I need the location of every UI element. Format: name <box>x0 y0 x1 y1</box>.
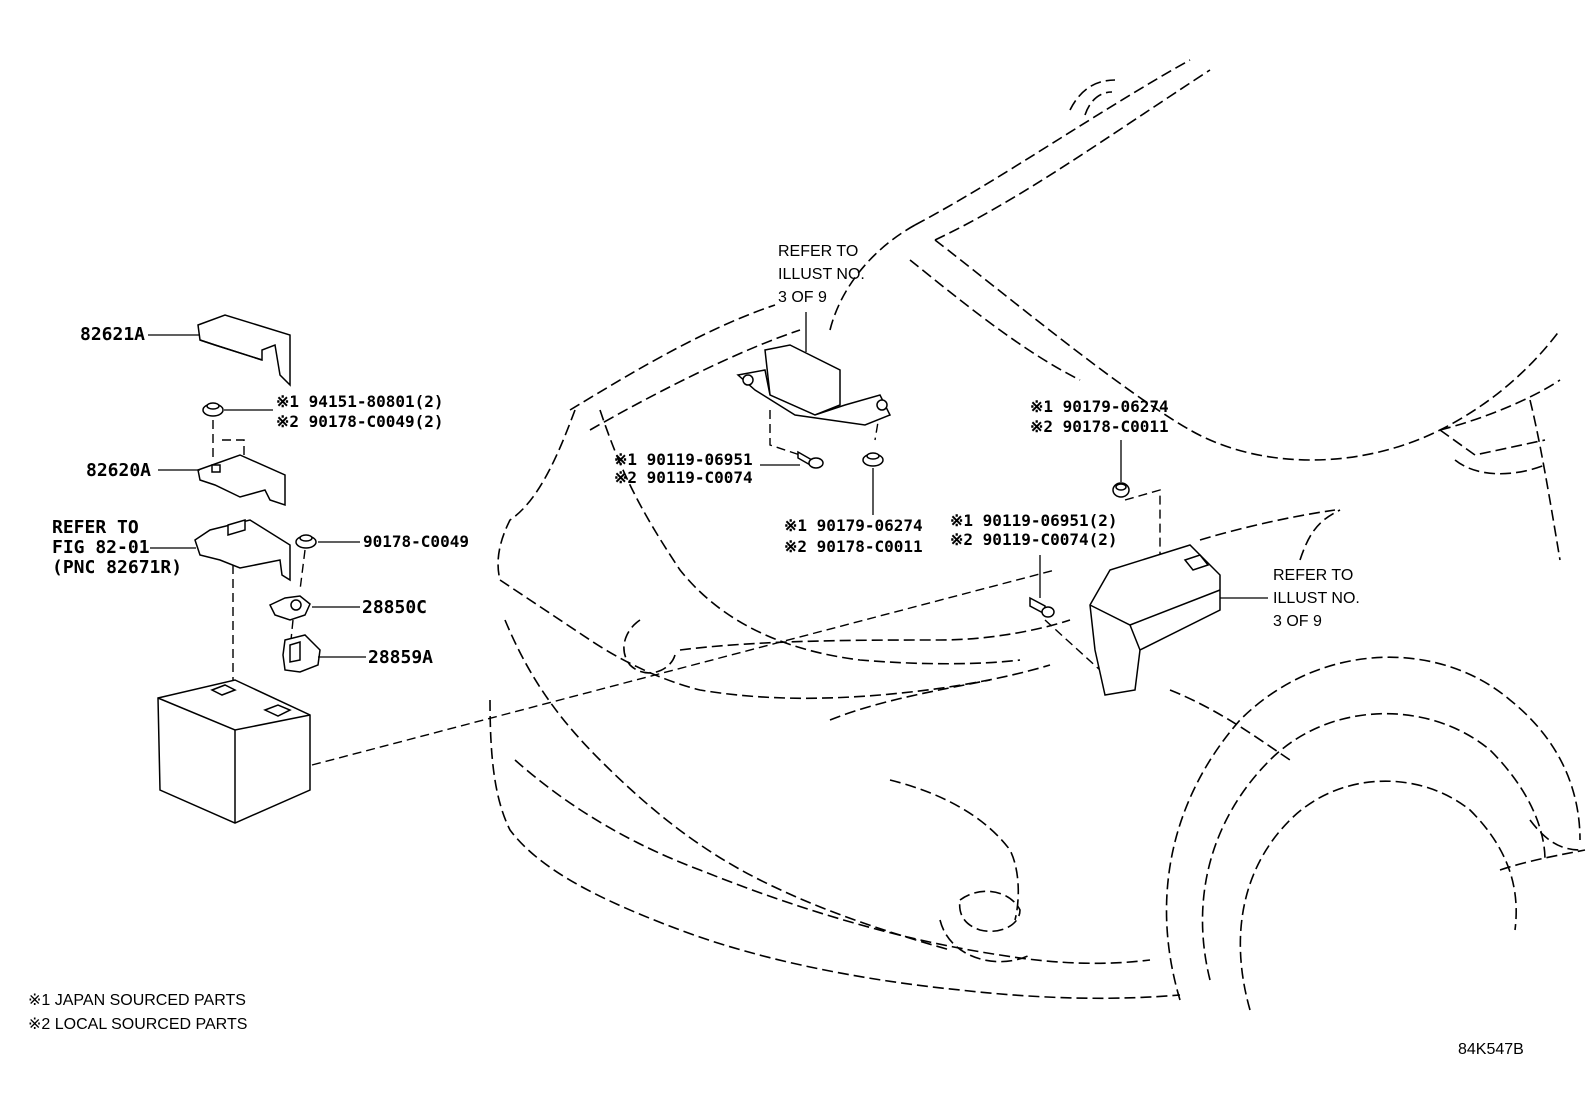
bolt-mid <box>797 450 824 469</box>
label-28850C: 28850C <box>362 597 428 618</box>
refer-illust-top-note: REFER TO ILLUST NO. 3 OF 9 <box>778 240 865 309</box>
legend-note-2: ※2 LOCAL SOURCED PARTS <box>28 1016 248 1033</box>
label-82621A: 82621A <box>80 324 146 345</box>
refer-fig-note: REFER TO FIG 82-01 (PNC 82671R) <box>52 518 182 578</box>
vehicle-outline <box>489 59 1586 1011</box>
relay-box <box>1089 544 1221 696</box>
label-bolt-right-2: ※2 90119-C0074(2) <box>950 530 1118 549</box>
refer-fig-line1: REFER TO <box>52 517 139 538</box>
refer-illust-right-note: REFER TO ILLUST NO. 3 OF 9 <box>1273 564 1360 633</box>
legend-note-1: ※1 JAPAN SOURCED PARTS <box>28 992 246 1009</box>
label-bolt-right-1: ※1 90119-06951(2) <box>950 511 1118 530</box>
nut-left <box>202 402 224 417</box>
label-nut-right-2: ※2 90178-C0011 <box>1030 417 1169 436</box>
battery-bracket <box>194 518 291 582</box>
label-nut-left-2: ※2 90178-C0049(2) <box>276 412 444 431</box>
refer-fig-line2: FIG 82-01 <box>52 537 150 558</box>
label-nut-right-1: ※1 90179-06274 <box>1030 397 1169 416</box>
leaders <box>148 312 1268 658</box>
nut-90178-C0049 <box>295 534 317 549</box>
refer-illust-right-line2: ILLUST NO. <box>1273 590 1360 607</box>
label-nut-mid-2: ※2 90178-C0011 <box>784 537 923 556</box>
mounting-lines <box>212 409 1161 766</box>
nut-mid <box>862 452 884 467</box>
refer-illust-top-line3: 3 OF 9 <box>778 289 827 306</box>
label-82620A: 82620A <box>86 460 152 481</box>
battery <box>157 679 311 824</box>
center-module <box>736 344 892 426</box>
refer-illust-top-line2: ILLUST NO. <box>778 266 865 283</box>
nut-right <box>1112 482 1130 498</box>
battery-cover-82621A <box>197 314 291 387</box>
refer-fig-line3: (PNC 82671R) <box>52 557 183 578</box>
illustration-code: 84K547B <box>1458 1041 1524 1058</box>
label-28859A: 28859A <box>368 647 434 668</box>
label-nut-mid-1: ※1 90179-06274 <box>784 516 923 535</box>
label-bolt-mid-2: ※2 90119-C0074 <box>614 468 753 487</box>
terminal-28850C <box>268 595 311 621</box>
label-nut-left-1: ※1 94151-80801(2) <box>276 392 444 411</box>
refer-illust-right-line3: 3 OF 9 <box>1273 613 1322 630</box>
label-bolt-mid-1: ※1 90119-06951 <box>614 450 753 469</box>
battery-clamp-82620A <box>197 454 286 507</box>
bracket-28859A <box>282 634 321 673</box>
refer-illust-top-line1: REFER TO <box>778 243 859 260</box>
refer-illust-right-line1: REFER TO <box>1273 567 1354 584</box>
bolt-right <box>1029 596 1055 618</box>
label-90178-C0049: 90178-C0049 <box>363 532 469 551</box>
